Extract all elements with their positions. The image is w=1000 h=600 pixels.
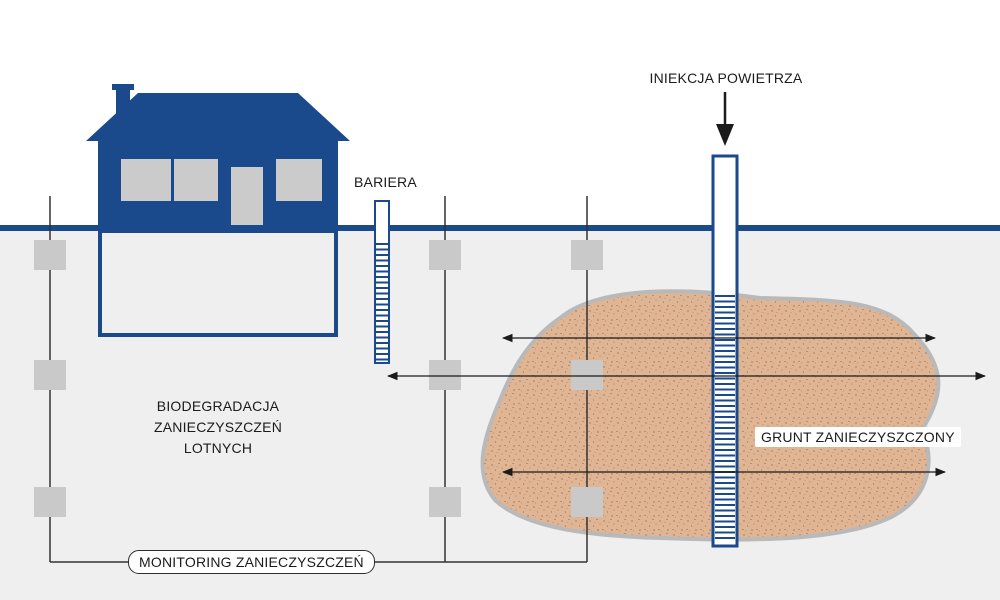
house-roof — [86, 93, 350, 141]
arrow-down-icon — [716, 92, 734, 146]
sensor-box — [571, 487, 603, 517]
sensor-box — [429, 487, 461, 517]
barrier-stripes — [376, 243, 388, 361]
well-screen-stripes — [715, 295, 735, 539]
air-injection-well — [711, 154, 739, 548]
biodegradation-label-line2: ZANIECZYSZCZEŃ LOTNYCH — [153, 419, 283, 456]
sensor-box — [34, 240, 66, 270]
biodegradation-label-line1: BIODEGRADACJA — [156, 398, 280, 414]
sensor-box — [34, 360, 66, 390]
sensor-box — [34, 487, 66, 517]
sensor-box — [429, 360, 461, 390]
house-window — [276, 159, 322, 201]
barrier-column — [374, 200, 390, 364]
house-basement — [98, 229, 338, 337]
sensor-box — [571, 360, 603, 390]
air-injection-label: INIEKCJA POWIETRZA — [649, 70, 803, 86]
contaminated-soil-zone — [480, 289, 941, 542]
house-window — [121, 159, 171, 201]
ground-surface-line — [0, 225, 1000, 231]
sensor-box — [429, 240, 461, 270]
house — [86, 84, 350, 337]
house-window — [174, 159, 218, 201]
flow-arrows — [386, 333, 987, 477]
sensor-box — [571, 240, 603, 270]
biodegradation-label: BIODEGRADACJA ZANIECZYSZCZEŃ LOTNYCH — [118, 396, 318, 459]
barrier-label: BARIERA — [354, 174, 417, 190]
house-chimney-cap — [112, 84, 134, 90]
monitoring-label: MONITORING ZANIECZYSZCZEŃ — [128, 550, 375, 574]
contaminated-soil-label: GRUNT ZANIECZYSZCZONY — [755, 427, 961, 447]
house-door — [231, 167, 263, 225]
